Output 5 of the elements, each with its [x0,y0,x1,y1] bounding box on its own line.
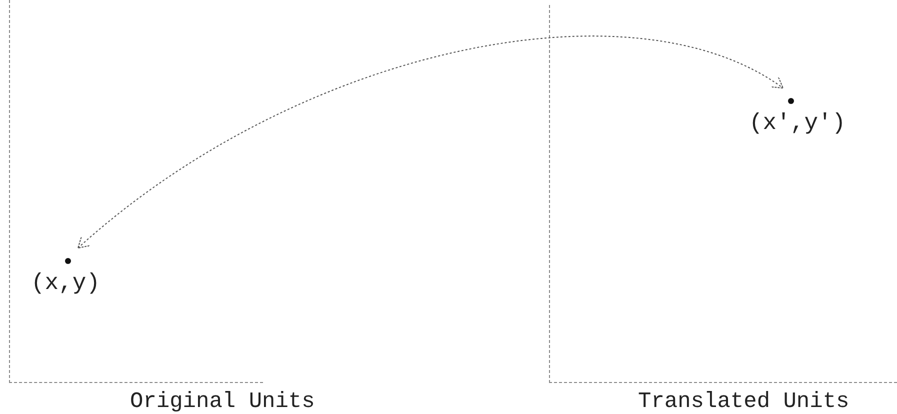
frame-caption: Translated Units [638,389,850,414]
curved-arrow [78,36,784,248]
coordinate-label: (x,y) [31,270,100,296]
coordinate-label: (x',y') [749,110,846,136]
frame-caption: Original Units [130,389,315,414]
